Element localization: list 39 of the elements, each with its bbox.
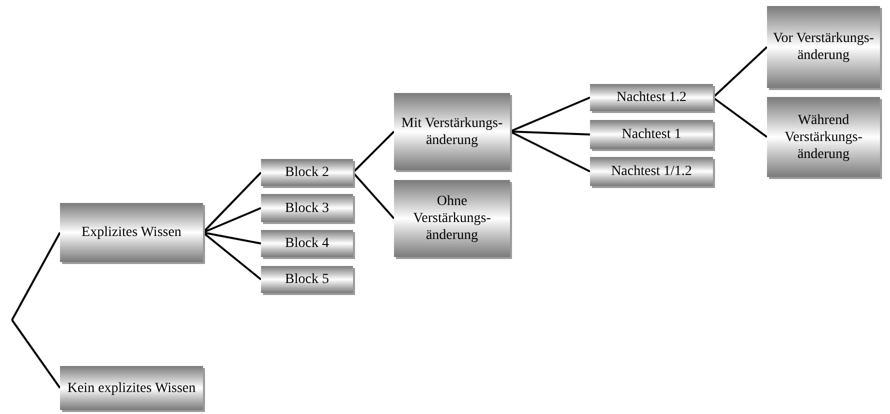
connector-line	[202, 232, 262, 244]
gradient-box	[767, 6, 880, 88]
box-label: Block 5	[284, 271, 330, 288]
gradient-box	[60, 203, 203, 262]
connector-line	[352, 172, 395, 220]
box-label: Nachtest 1/1.2	[610, 163, 693, 180]
box-label: Während Verstärkungs-änderung	[784, 112, 864, 162]
box-label: Block 2	[284, 164, 330, 181]
gradient-box	[394, 93, 510, 170]
gradient-box	[261, 230, 353, 257]
box-label: Block 4	[284, 235, 330, 252]
gradient-box	[261, 159, 353, 186]
gradient-box	[394, 180, 510, 257]
connector-line	[712, 96, 768, 138]
box-label: Nachtest 1.2	[616, 89, 688, 106]
box-label: Nachtest 1	[620, 126, 682, 143]
gradient-box	[590, 84, 713, 111]
box-label: Mit Verstärkungs-änderung	[400, 114, 504, 148]
connector-line	[202, 172, 262, 234]
gradient-box	[590, 120, 713, 149]
box-label: Ohne Verstärkungs-änderung	[412, 193, 492, 244]
gradient-box	[60, 366, 203, 410]
connector-line	[11, 232, 61, 320]
connector-line	[510, 96, 590, 132]
connector-line	[352, 130, 395, 174]
connector-line	[11, 319, 61, 389]
connector-line	[202, 207, 262, 234]
connector-line	[510, 130, 590, 172]
gradient-box	[261, 266, 353, 293]
gradient-box	[767, 97, 880, 177]
connector-line	[712, 46, 768, 98]
box-label: Kein explizites Wissen	[66, 380, 197, 396]
box-label: Block 3	[284, 200, 330, 216]
connector-line	[510, 130, 590, 136]
gradient-box	[590, 157, 713, 186]
box-label: Vor Verstärkungs-änderung	[772, 30, 875, 64]
connector-line	[202, 232, 262, 280]
box-label: Explizites Wissen	[80, 224, 182, 241]
gradient-box	[261, 194, 353, 222]
